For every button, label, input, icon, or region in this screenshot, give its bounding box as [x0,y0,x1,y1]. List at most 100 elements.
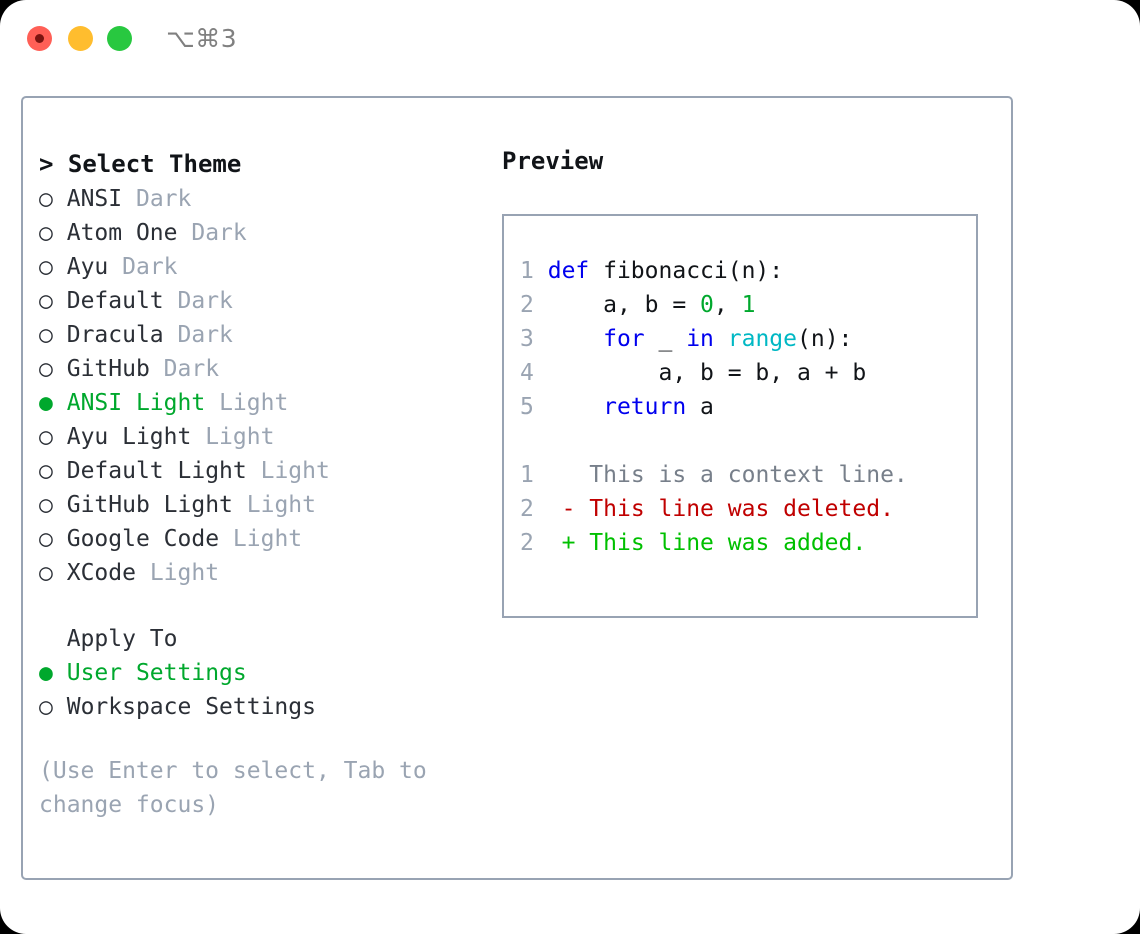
theme-list-item[interactable]: ○ GitHub Dark [39,352,469,386]
theme-list-item[interactable]: ○ ANSI Dark [39,182,469,216]
spacer [136,560,150,586]
theme-list-item[interactable]: ○ Default Dark [39,284,469,318]
radio-unselected-icon[interactable]: ○ [39,322,53,348]
spacer [53,288,67,314]
spacer [53,458,67,484]
theme-variant-label: Light [149,560,220,586]
spacer [53,186,67,212]
theme-list-item[interactable]: ● ANSI Light Light [39,386,469,420]
spacer [233,492,247,518]
diff-line: 1 This is a context line. [520,458,976,492]
code-token: , [713,292,742,318]
theme-list-item[interactable]: ○ Default Light Light [39,454,469,488]
spacer [219,526,233,552]
spacer [53,390,67,416]
spacer [53,694,67,720]
radio-unselected-icon[interactable]: ○ [39,492,53,518]
radio-unselected-icon[interactable]: ○ [39,254,53,280]
code-token: 1 [741,292,756,318]
maximize-window-button[interactable] [107,26,132,51]
radio-selected-icon[interactable]: ● [39,660,53,686]
gutter-gap [534,394,548,420]
theme-list-item[interactable]: ○ Dracula Dark [39,318,469,352]
spacer [164,288,178,314]
spacer [164,322,178,348]
radio-unselected-icon[interactable]: ○ [39,288,53,314]
theme-variant-label: Dark [191,220,247,246]
theme-variant-label: Dark [122,254,178,280]
gutter-gap [534,530,562,556]
code-token [714,326,728,352]
spacer [205,390,219,416]
line-number: 5 [520,394,534,420]
diff-line: 2 + This line was added. [520,526,976,560]
theme-variant-label: Light [205,424,275,450]
apply-to-item[interactable]: ○ Workspace Settings [39,690,469,724]
theme-list-item[interactable]: ○ Google Code Light [39,522,469,556]
gutter-gap [575,462,589,488]
spacer [150,356,164,382]
theme-name-label: GitHub Light [66,492,233,518]
gutter-gap [534,258,548,284]
minimize-window-button[interactable] [68,26,93,51]
theme-list[interactable]: ○ ANSI Dark○ Atom One Dark○ Ayu Dark○ De… [39,182,469,590]
theme-list-item[interactable]: ○ GitHub Light Light [39,488,469,522]
radio-unselected-icon[interactable]: ○ [39,356,53,382]
radio-unselected-icon[interactable]: ○ [39,220,53,246]
radio-unselected-icon[interactable]: ○ [39,526,53,552]
code-token [548,394,603,420]
theme-list-item[interactable]: ○ Ayu Light Light [39,420,469,454]
code-line: 5 return a [520,390,976,424]
theme-selector-column: > Select Theme ○ ANSI Dark○ Atom One Dar… [39,146,469,822]
radio-unselected-icon[interactable]: ○ [39,186,53,212]
apply-to-list[interactable]: ● User Settings○ Workspace Settings [39,656,469,724]
code-token [548,326,603,352]
theme-variant-label: Dark [163,356,220,382]
code-token: a [686,394,714,420]
spacer [53,526,67,552]
apply-to-label: Workspace Settings [66,694,316,720]
code-token: in [686,326,714,352]
spacer [53,254,67,280]
code-line: 2 a, b = 0, 1 [520,288,976,322]
recording-indicator-icon [35,34,44,43]
theme-variant-label: Light [232,526,303,552]
gutter-gap [575,496,589,522]
diff-sign: + [561,530,576,556]
spacer [53,220,67,246]
keyboard-hint-text: (Use Enter to select, Tab to change focu… [39,758,427,818]
spacer [53,356,67,382]
radio-unselected-icon[interactable]: ○ [39,694,53,720]
radio-unselected-icon[interactable]: ○ [39,458,53,484]
code-token: (n): [797,326,853,352]
code-line: 3 for _ in range(n): [520,322,976,356]
gutter-gap [534,326,548,352]
theme-name-label: Atom One [66,220,178,246]
spacer [108,254,122,280]
apply-to-item[interactable]: ● User Settings [39,656,469,690]
gutter-gap [534,360,548,386]
radio-selected-icon[interactable]: ● [39,390,53,416]
theme-list-item[interactable]: ○ Atom One Dark [39,216,469,250]
code-token: for [603,326,645,352]
spacer [122,186,136,212]
theme-variant-label: Dark [135,186,192,212]
preview-column: Preview 1 def fibonacci(n):2 a, b = 0, 1… [502,144,992,618]
theme-name-label: Google Code [66,526,220,552]
gutter-gap [534,462,562,488]
theme-name-label: Ayu [66,254,109,280]
line-number: 2 [520,292,534,318]
spacer [53,560,67,586]
radio-unselected-icon[interactable]: ○ [39,560,53,586]
theme-name-label: ANSI Light [66,390,206,416]
theme-list-item[interactable]: ○ XCode Light [39,556,469,590]
line-number: 2 [520,496,534,522]
spacer [191,424,205,450]
spacer [53,660,67,686]
theme-variant-label: Light [260,458,330,484]
theme-list-item[interactable]: ○ Ayu Dark [39,250,469,284]
radio-unselected-icon[interactable]: ○ [39,424,53,450]
spacer [53,492,67,518]
